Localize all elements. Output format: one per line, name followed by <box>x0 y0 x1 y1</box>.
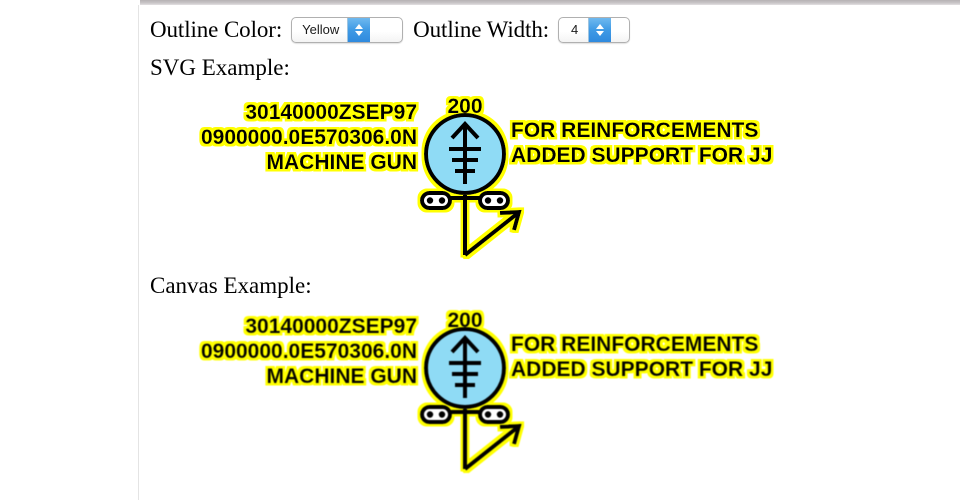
symbol-quantity-label: 200 <box>447 309 482 332</box>
outline-color-select[interactable]: Yellow <box>291 17 404 43</box>
symbol-right-text-line-2: ADDED SUPPORT FOR JJ <box>511 358 772 381</box>
machine-gun-glyph <box>449 121 481 184</box>
chevron-down-icon <box>596 31 605 36</box>
symbol-left-text-line-2: 0900000.0E570306.0N <box>201 340 417 363</box>
symbol-left-text-line-3: MACHINE GUN <box>267 151 418 174</box>
outline-color-label: Outline Color: <box>150 17 283 42</box>
canvas-symbol-example: 30140000ZSEP97 0900000.0E570306.0N MACHI… <box>139 301 859 481</box>
outline-color-selected-value: Yellow <box>302 22 340 37</box>
svg-example-heading: SVG Example: <box>150 55 290 80</box>
outline-width-label: Outline Width: <box>413 17 550 42</box>
machine-gun-glyph <box>449 335 481 398</box>
canvas-example-heading: Canvas Example: <box>150 273 312 298</box>
chevron-up-icon <box>596 24 605 29</box>
symbol-left-text-line-3: MACHINE GUN <box>267 365 418 388</box>
symbol-right-text-line-2: ADDED SUPPORT FOR JJ <box>511 144 772 167</box>
movement-direction-arrow <box>463 409 522 471</box>
mobility-wheels <box>420 191 510 210</box>
svg-symbol-example: 30140000ZSEP97 0900000.0E570306.0N MACHI… <box>139 87 859 267</box>
symbol-right-text-line-1: FOR REINFORCEMENTS <box>511 333 758 356</box>
outline-color-stepper-icon[interactable] <box>347 18 371 42</box>
symbol-left-text-line-2: 0900000.0E570306.0N <box>201 126 417 149</box>
symbol-left-text-line-1: 30140000ZSEP97 <box>245 101 417 124</box>
outline-width-stepper-icon[interactable] <box>588 18 612 42</box>
outline-controls-row: Outline Color: Yellow Outline Width: 4 <box>150 17 640 43</box>
outline-width-selected-value: 4 <box>571 22 579 37</box>
chevron-down-icon <box>355 31 364 36</box>
page-content: Outline Color: Yellow Outline Width: 4 S… <box>139 5 960 500</box>
military-symbol-svg: 30140000ZSEP97 0900000.0E570306.0N MACHI… <box>201 95 772 257</box>
symbol-left-text-line-1: 30140000ZSEP97 <box>245 315 417 338</box>
symbol-right-text-line-1: FOR REINFORCEMENTS <box>511 119 758 142</box>
symbol-quantity-label: 200 <box>447 95 482 118</box>
chevron-up-icon <box>355 24 364 29</box>
movement-direction-arrow <box>463 195 522 257</box>
top-scrollbar-track[interactable] <box>140 0 960 5</box>
military-symbol-canvas[interactable]: 30140000ZSEP97 0900000.0E570306.0N MACHI… <box>139 301 859 481</box>
content-frame-left-border <box>138 5 139 500</box>
outline-width-select[interactable]: 4 <box>558 17 631 43</box>
